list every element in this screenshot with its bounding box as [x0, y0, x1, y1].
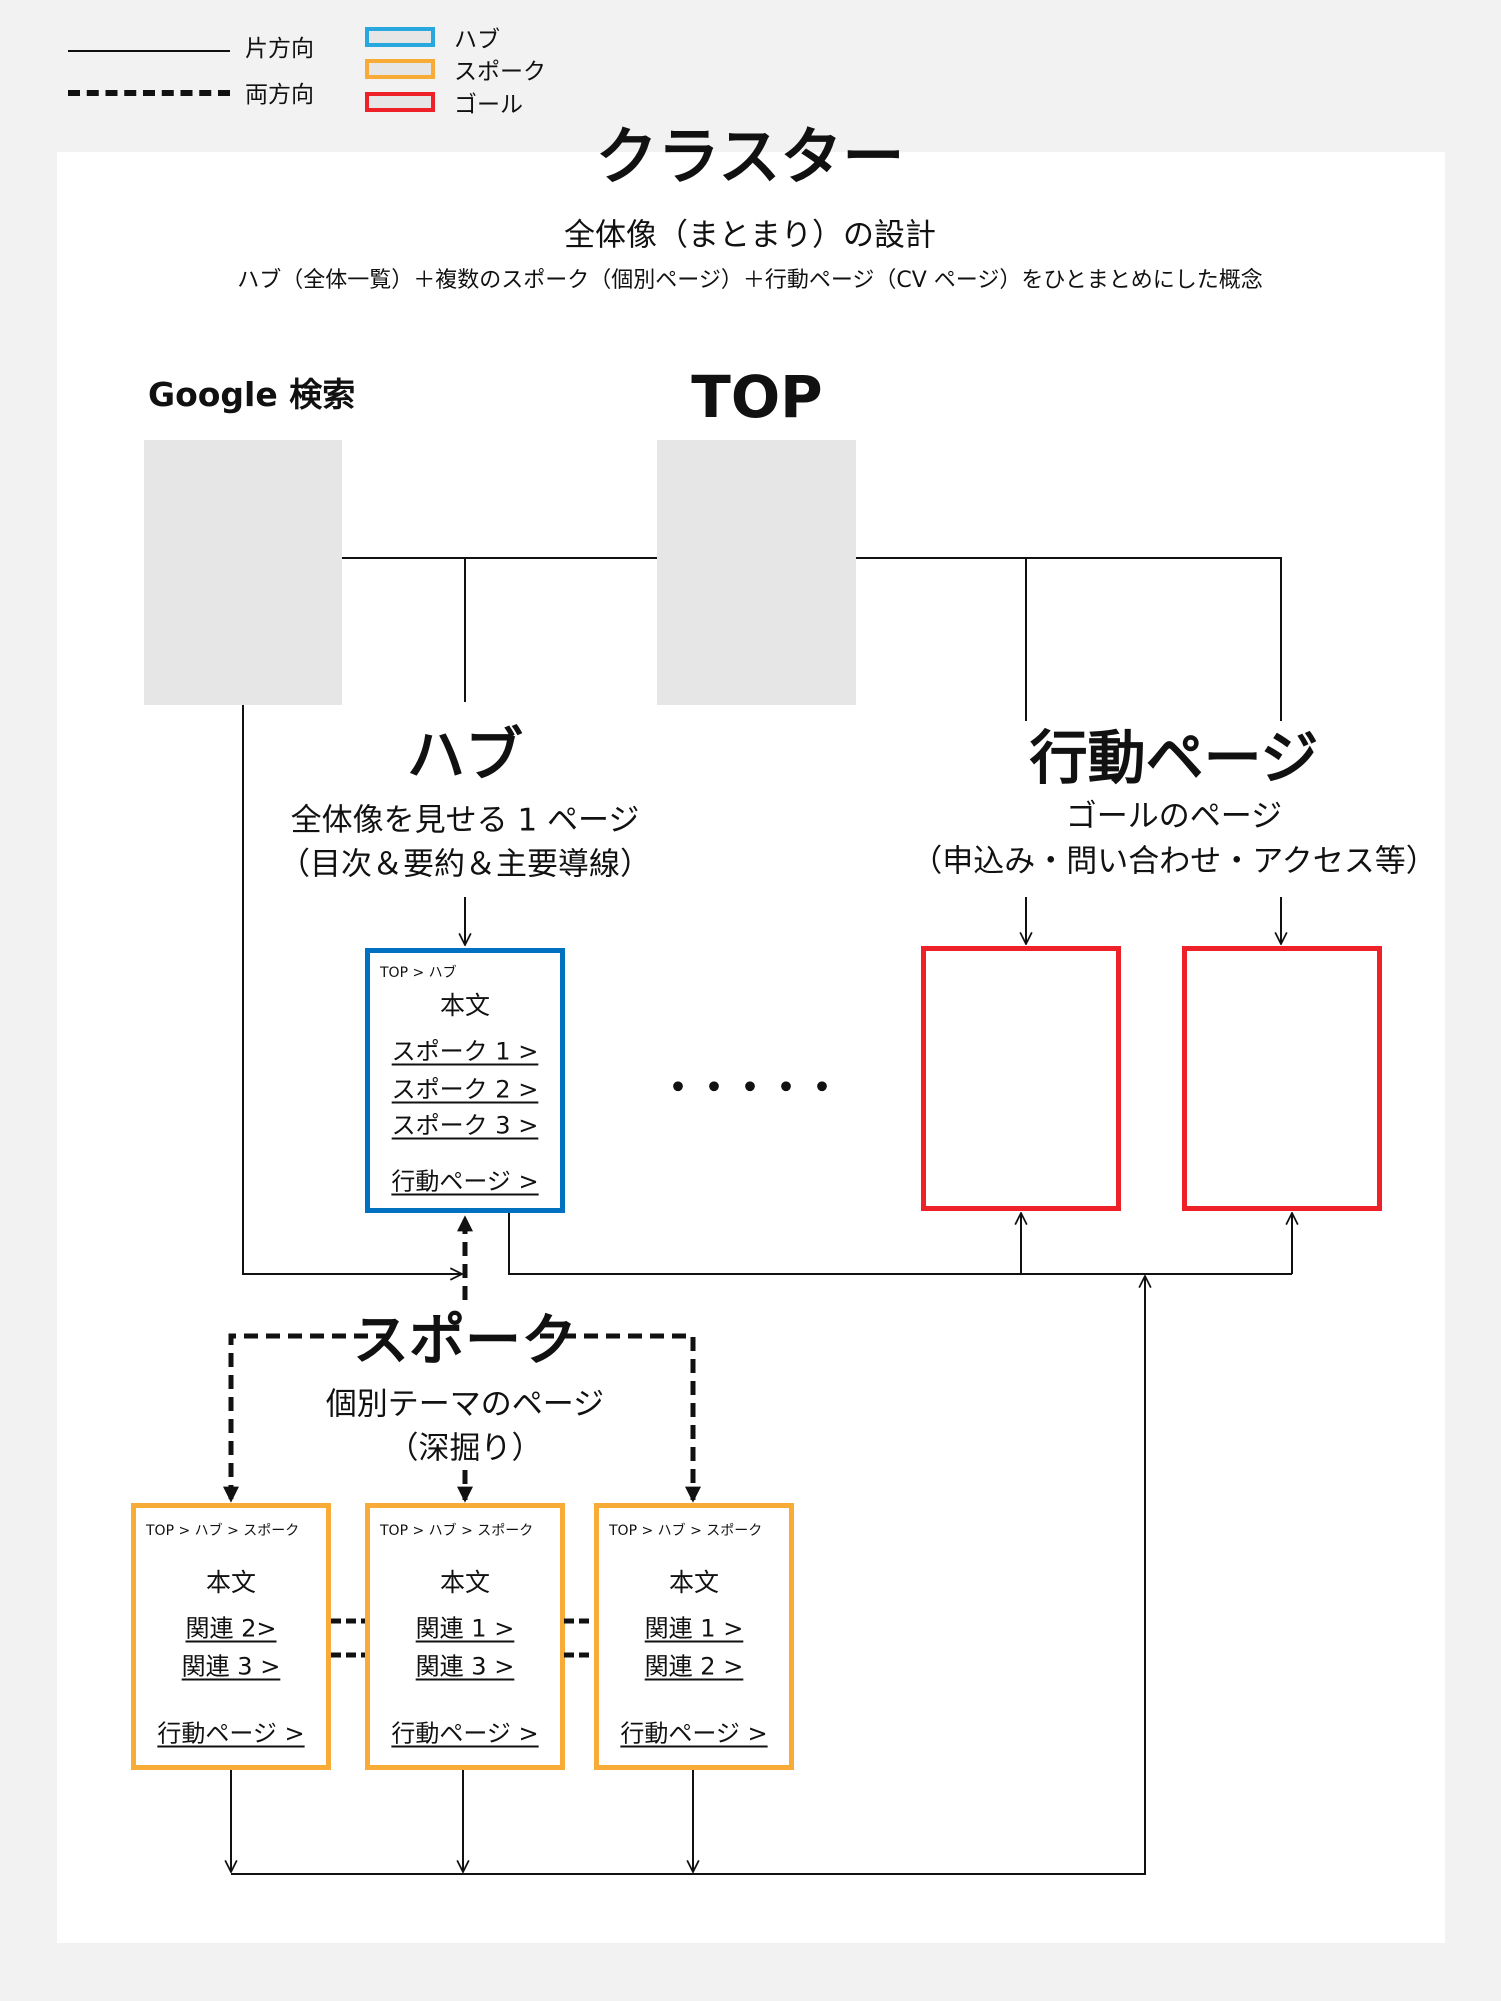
legend-two-way-label: 両方向	[245, 82, 314, 108]
ellipsis: ・・・・・	[658, 1065, 842, 1111]
legend-spoke-swatch	[365, 59, 435, 79]
spoke-related-link[interactable]: 関連 1 >	[644, 1614, 744, 1643]
subtitle: 全体像（まとまり）の設計	[564, 217, 936, 254]
hub-link-spoke-2[interactable]: スポーク 2 >	[391, 1075, 539, 1104]
action-description-2: （申込み・問い合わせ・アクセス等）	[911, 843, 1437, 880]
spoke-related-link[interactable]: 関連 2>	[185, 1614, 277, 1643]
hub-link-spoke-1[interactable]: スポーク 1 >	[391, 1037, 539, 1066]
top-goal-line	[856, 557, 1282, 721]
hub-goal-line	[508, 1213, 1292, 1275]
hub-page: TOP > ハブ 本文 スポーク 1 > スポーク 2 > スポーク 3 > 行…	[365, 948, 565, 1213]
spoke-page-2: TOP > ハブ > スポーク 本文 関連 1 > 関連 3 > 行動ページ >	[365, 1503, 565, 1770]
spoke-action-link[interactable]: 行動ページ >	[157, 1719, 305, 1748]
spoke-heading: スポーク	[347, 1295, 583, 1377]
spoke-related-link[interactable]: 関連 3 >	[415, 1652, 515, 1681]
spoke-breadcrumb: TOP > ハブ > スポーク	[380, 1523, 534, 1539]
spoke-goal-line	[231, 1276, 1145, 1875]
google-hub-arrow	[242, 705, 462, 1274]
legend-goal-swatch	[365, 92, 435, 112]
google-search-label: Google 検索	[148, 375, 356, 414]
page-title: クラスター	[595, 120, 905, 193]
hub-link-spoke-3[interactable]: スポーク 3 >	[391, 1111, 539, 1140]
spoke-link-2-3	[564, 1618, 594, 1658]
description: ハブ（全体一覧）＋複数のスポーク（個別ページ）＋行動ページ（CV ページ）をひと…	[237, 268, 1263, 293]
hub-body: 本文	[439, 991, 491, 1020]
hub-description-1: 全体像を見せる 1 ページ	[290, 802, 640, 839]
spoke-page-1: TOP > ハブ > スポーク 本文 関連 2> 関連 3 > 行動ページ >	[131, 1503, 331, 1770]
goal-page-2	[1182, 946, 1382, 1211]
spoke-related-link[interactable]: 関連 3 >	[181, 1652, 281, 1681]
spoke-description-1: 個別テーマのページ	[325, 1386, 605, 1423]
legend-hub-label: ハブ	[454, 27, 500, 53]
spoke-body: 本文	[439, 1568, 491, 1597]
spoke-dashed-left	[223, 1333, 390, 1503]
spoke-link-1-2	[331, 1618, 365, 1658]
hub-breadcrumb: TOP > ハブ	[380, 965, 457, 981]
hub-description-2: （目次＆要約＆主要導線）	[279, 846, 651, 883]
legend-one-way-label: 片方向	[245, 36, 314, 62]
legend-goal-label: ゴール	[454, 92, 523, 118]
spoke-breadcrumb: TOP > ハブ > スポーク	[146, 1523, 300, 1539]
spoke-related-link[interactable]: 関連 2 >	[644, 1652, 744, 1681]
spoke-action-link[interactable]: 行動ページ >	[391, 1719, 539, 1748]
legend-hub-swatch	[365, 27, 435, 47]
google-search-page	[144, 440, 342, 705]
legend-spoke-label: スポーク	[454, 59, 546, 85]
goal-page-1	[921, 946, 1121, 1211]
spoke-related-link[interactable]: 関連 1 >	[415, 1614, 515, 1643]
legend-solid-line	[68, 50, 230, 52]
spoke-body: 本文	[668, 1568, 720, 1597]
spoke-breadcrumb: TOP > ハブ > スポーク	[609, 1523, 763, 1539]
spoke-dashed-right	[540, 1333, 701, 1503]
spoke-body: 本文	[205, 1568, 257, 1597]
spoke-action-link[interactable]: 行動ページ >	[620, 1719, 768, 1748]
legend-dashed-line	[68, 90, 230, 96]
spoke-page-3: TOP > ハブ > スポーク 本文 関連 1 > 関連 2 > 行動ページ >	[594, 1503, 794, 1770]
action-heading: 行動ページ	[1029, 724, 1319, 792]
action-description-1: ゴールのページ	[1065, 798, 1283, 835]
spoke-description-2: （深掘り）	[387, 1430, 543, 1467]
hub-link-action[interactable]: 行動ページ >	[391, 1167, 539, 1196]
hub-heading: ハブ	[406, 721, 524, 789]
top-label: TOP	[691, 363, 823, 431]
top-page	[657, 440, 856, 705]
